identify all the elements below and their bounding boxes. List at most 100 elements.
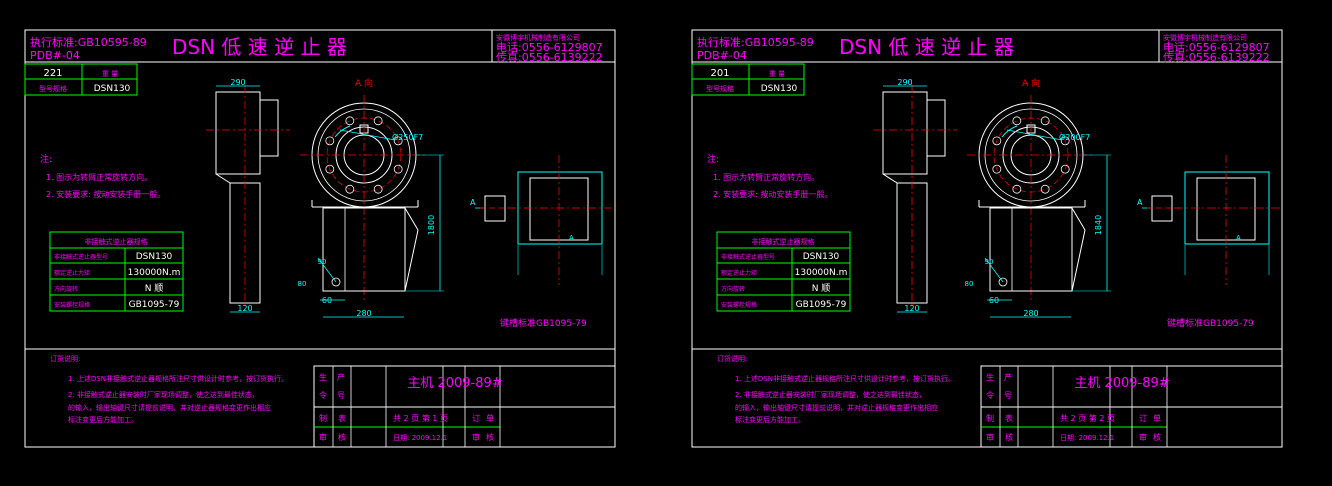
part-label: 重 量 bbox=[769, 70, 785, 78]
title-block-cell: 令 bbox=[319, 390, 327, 400]
bolt-hole bbox=[1012, 184, 1022, 194]
offset-dimension: 60 bbox=[322, 296, 332, 305]
base-dimension: 280 bbox=[1023, 309, 1038, 318]
spec-value: 130000N.m bbox=[128, 268, 181, 278]
part-label: 重 量 bbox=[102, 70, 118, 78]
bolt-hole bbox=[1060, 136, 1070, 146]
angle-leader bbox=[984, 257, 1004, 283]
rotation-arrow bbox=[334, 125, 351, 138]
fax-number: 传真:0556-6139222 bbox=[1163, 50, 1270, 64]
pin-dimension: 80 bbox=[298, 280, 307, 288]
standard-code: 执行标准:GB10595-89 bbox=[697, 35, 814, 49]
fax-number: 传真:0556-6139222 bbox=[496, 50, 603, 64]
spec-value: 130000N.m bbox=[795, 268, 848, 278]
part-number: 201 bbox=[710, 68, 729, 79]
title-block-cell: 令 bbox=[986, 390, 994, 400]
arm-width-dimension: 120 bbox=[904, 304, 919, 313]
bolt-hole bbox=[992, 164, 1002, 174]
note-2: 2. 安装要求: 按动安装手册一般。 bbox=[46, 189, 165, 199]
bolt-hole bbox=[345, 116, 355, 126]
hub-side bbox=[259, 99, 279, 157]
height-dimension: 1840 bbox=[1094, 215, 1103, 235]
title-block-cell: 核 bbox=[1153, 432, 1161, 442]
title-block-cell: 表 bbox=[1005, 413, 1013, 423]
title-block-cell: 号 bbox=[337, 391, 345, 400]
key-standard: 键槽标准GB1095-79 bbox=[1167, 317, 1254, 329]
arm-taper bbox=[1071, 207, 1086, 231]
key-standard: 键槽标准GB1095-79 bbox=[500, 317, 587, 329]
base-dimension: 280 bbox=[356, 309, 371, 318]
bolt-hole bbox=[373, 184, 383, 194]
spec-label: 额定逆止力矩 bbox=[721, 269, 757, 277]
spec-label: 非接触式逆止器型号 bbox=[54, 253, 108, 261]
drawing-number: 主机 2009-89# bbox=[1074, 376, 1169, 391]
bore-leader bbox=[1006, 129, 1063, 141]
company-name: 安徽博宇机械制造有限公司 bbox=[496, 33, 580, 42]
spec-table-title: 非接触式逆止器规格 bbox=[752, 237, 815, 246]
order-title: 订货说明: bbox=[717, 354, 747, 363]
housing-side bbox=[215, 91, 261, 175]
order-note-3: 的输入，输出轴键尺寸请提前说明，并对逆止器规格变更作出相应 bbox=[735, 403, 938, 412]
spec-label: 方向旋转 bbox=[54, 285, 78, 293]
drawing-number: 主机 2009-89# bbox=[407, 376, 502, 391]
spec-value: GB1095-79 bbox=[796, 300, 847, 310]
pin-hole bbox=[998, 277, 1008, 287]
key-view-outer bbox=[517, 171, 603, 245]
spec-value: N 顺 bbox=[812, 283, 831, 294]
spec-value: GB1095-79 bbox=[129, 300, 180, 310]
spec-label: 安装螺栓规格 bbox=[54, 301, 90, 309]
page-count: 共 2 页 第 2 页 bbox=[1060, 413, 1115, 423]
title-block-cell: 审 bbox=[472, 432, 480, 442]
bolt-hole bbox=[345, 184, 355, 194]
order-note-4: 标注变更后方能加工。 bbox=[735, 415, 805, 424]
bolt-hole bbox=[1040, 184, 1050, 194]
order-note-1: 1. 上述DSN非接触式逆止器规格所注尺寸供设计时参考，按订货执行。 bbox=[735, 374, 955, 383]
phone-number: 电话:0556-6129807 bbox=[1163, 41, 1270, 54]
title-block-cell: 审 bbox=[319, 432, 327, 442]
title-block-cell: 审 bbox=[986, 432, 994, 442]
drawing-title: DSN 低 速 逆 止 器 bbox=[839, 35, 1014, 59]
view-label: A 向 bbox=[1022, 77, 1040, 89]
bolt-hole bbox=[1040, 116, 1050, 126]
key-view-outer bbox=[1184, 171, 1270, 245]
spec-value: DSN130 bbox=[803, 252, 840, 262]
bolt-hole bbox=[393, 164, 403, 174]
arm-width-dimension: 120 bbox=[237, 304, 252, 313]
bore-dimension: Ø200F7 bbox=[1059, 132, 1090, 142]
bolt-hole bbox=[373, 116, 383, 126]
bolt-hole bbox=[325, 164, 335, 174]
pin-hole bbox=[331, 277, 341, 287]
spec-value: N 顺 bbox=[145, 283, 164, 294]
order-note-4: 标注变更后方能加工。 bbox=[68, 415, 138, 424]
title-block-cell: 订 bbox=[472, 413, 480, 423]
arm-transition bbox=[882, 173, 898, 184]
drawing-title: DSN 低 速 逆 止 器 bbox=[172, 35, 347, 59]
note-2: 2. 安装要求: 按动安装手册一般。 bbox=[713, 189, 832, 199]
notes-title: 注: bbox=[707, 153, 719, 165]
view-marker: A bbox=[1137, 198, 1143, 207]
title-block-cell: 审 bbox=[1139, 432, 1147, 442]
arm-taper bbox=[404, 229, 419, 292]
title-block-cell: 制 bbox=[986, 413, 994, 423]
view-marker: A bbox=[470, 198, 476, 207]
spec-table bbox=[716, 231, 851, 312]
pin-dimension: 80 bbox=[965, 280, 974, 288]
title-block-cell: 制 bbox=[319, 413, 327, 423]
spec-table-title: 非接触式逆止器规格 bbox=[85, 237, 148, 246]
arm-taper bbox=[1071, 229, 1086, 292]
width-dimension: 290 bbox=[897, 78, 912, 87]
note-1: 1. 图示为转臂正常旋转方向。 bbox=[713, 172, 819, 182]
part-number: 221 bbox=[43, 68, 62, 79]
arm-body bbox=[322, 207, 406, 292]
spec-label: 安装螺栓规格 bbox=[721, 301, 757, 309]
view-marker: A bbox=[569, 234, 574, 242]
company-name: 安徽博宇机械制造有限公司 bbox=[1163, 33, 1247, 42]
bolt-hole bbox=[325, 136, 335, 146]
title-block-cell: 产 bbox=[337, 372, 345, 382]
bolt-hole bbox=[1060, 164, 1070, 174]
title-block-cell: 核 bbox=[486, 432, 494, 442]
spec-table bbox=[49, 231, 184, 312]
page-count: 共 2 页 第 1 页 bbox=[393, 413, 448, 423]
